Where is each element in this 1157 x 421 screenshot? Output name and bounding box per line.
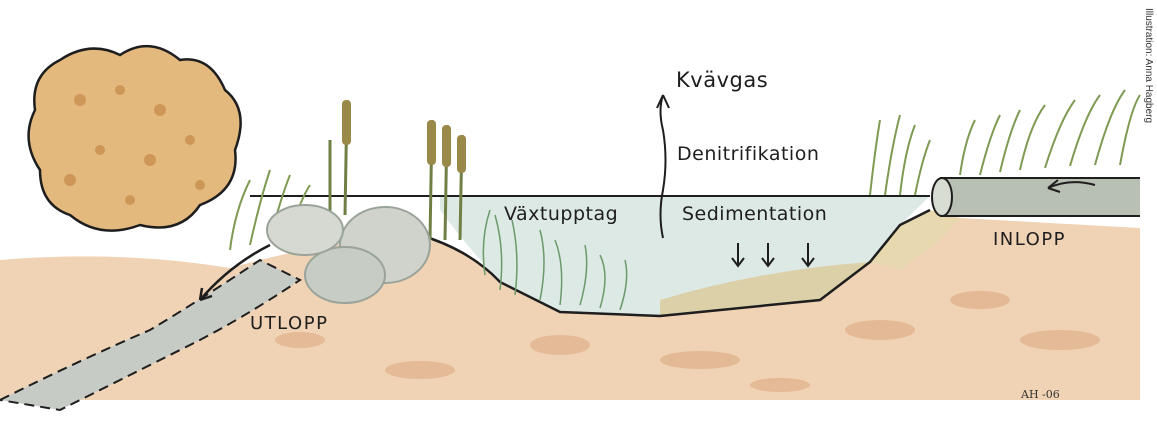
illustration-credit: Illustration: Anna Hagberg bbox=[1143, 8, 1154, 123]
label-inlopp: INLOPP bbox=[993, 229, 1066, 250]
bush bbox=[29, 46, 241, 231]
label-utlopp: UTLOPP bbox=[250, 313, 328, 334]
inlet-pipe bbox=[932, 178, 1140, 216]
artist-signature: AH -06 bbox=[1021, 388, 1060, 401]
label-sedimentation: Sedimentation bbox=[682, 203, 827, 225]
label-kvavgas: Kvävgas bbox=[676, 68, 768, 92]
label-vaxtupptag: Växtupptag bbox=[504, 203, 618, 225]
label-denitrifikation: Denitrifikation bbox=[677, 143, 819, 165]
